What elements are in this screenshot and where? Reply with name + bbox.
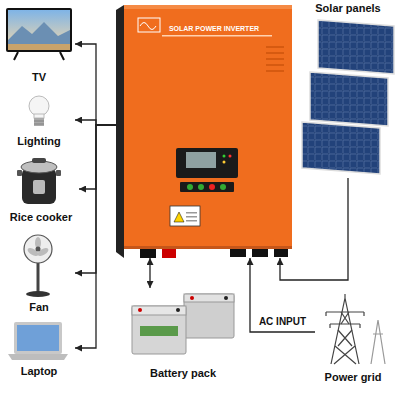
tv-icon	[6, 8, 72, 60]
wire-connector	[79, 125, 116, 189]
wire-connector	[75, 120, 116, 125]
node-label: Fan	[29, 301, 49, 314]
node-label: SOLAR POWER INVERTER	[169, 25, 259, 33]
pylon-icon	[326, 294, 385, 364]
appliance-node: Fan	[3, 232, 75, 314]
wire-connector	[250, 258, 315, 332]
edge-label: AC INPUT	[257, 316, 308, 328]
node-label: Battery pack	[150, 367, 216, 380]
wire-connector	[75, 125, 116, 348]
node-label: TV	[32, 71, 46, 84]
node-label: Lighting	[17, 135, 60, 148]
node-label: Laptop	[21, 365, 58, 378]
inverter-body	[116, 5, 292, 258]
solar-panel-icon	[302, 20, 394, 174]
battery-node: Battery pack	[128, 288, 238, 380]
appliance-node: Laptop	[3, 318, 75, 378]
fan-icon	[24, 235, 52, 297]
wire-connector	[149, 258, 150, 288]
appliance-node: Rice cooker	[3, 154, 79, 224]
inverter-node: SOLAR POWER INVERTER	[116, 5, 292, 258]
node-label: Rice cooker	[10, 211, 72, 224]
laptop-icon	[8, 322, 68, 360]
appliance-node: TV	[3, 4, 75, 84]
node-label: Solar panels	[315, 2, 380, 15]
solar-panel-node: Solar panels	[300, 2, 396, 178]
bulb-icon	[29, 96, 49, 126]
appliance-node: Lighting	[3, 92, 75, 148]
wire-connector	[75, 44, 116, 125]
battery-icon	[132, 294, 234, 354]
wire-connector	[280, 178, 348, 280]
rice-cooker-icon	[17, 158, 61, 204]
power-grid-node: Power grid	[315, 292, 391, 384]
node-label: Power grid	[325, 371, 382, 384]
